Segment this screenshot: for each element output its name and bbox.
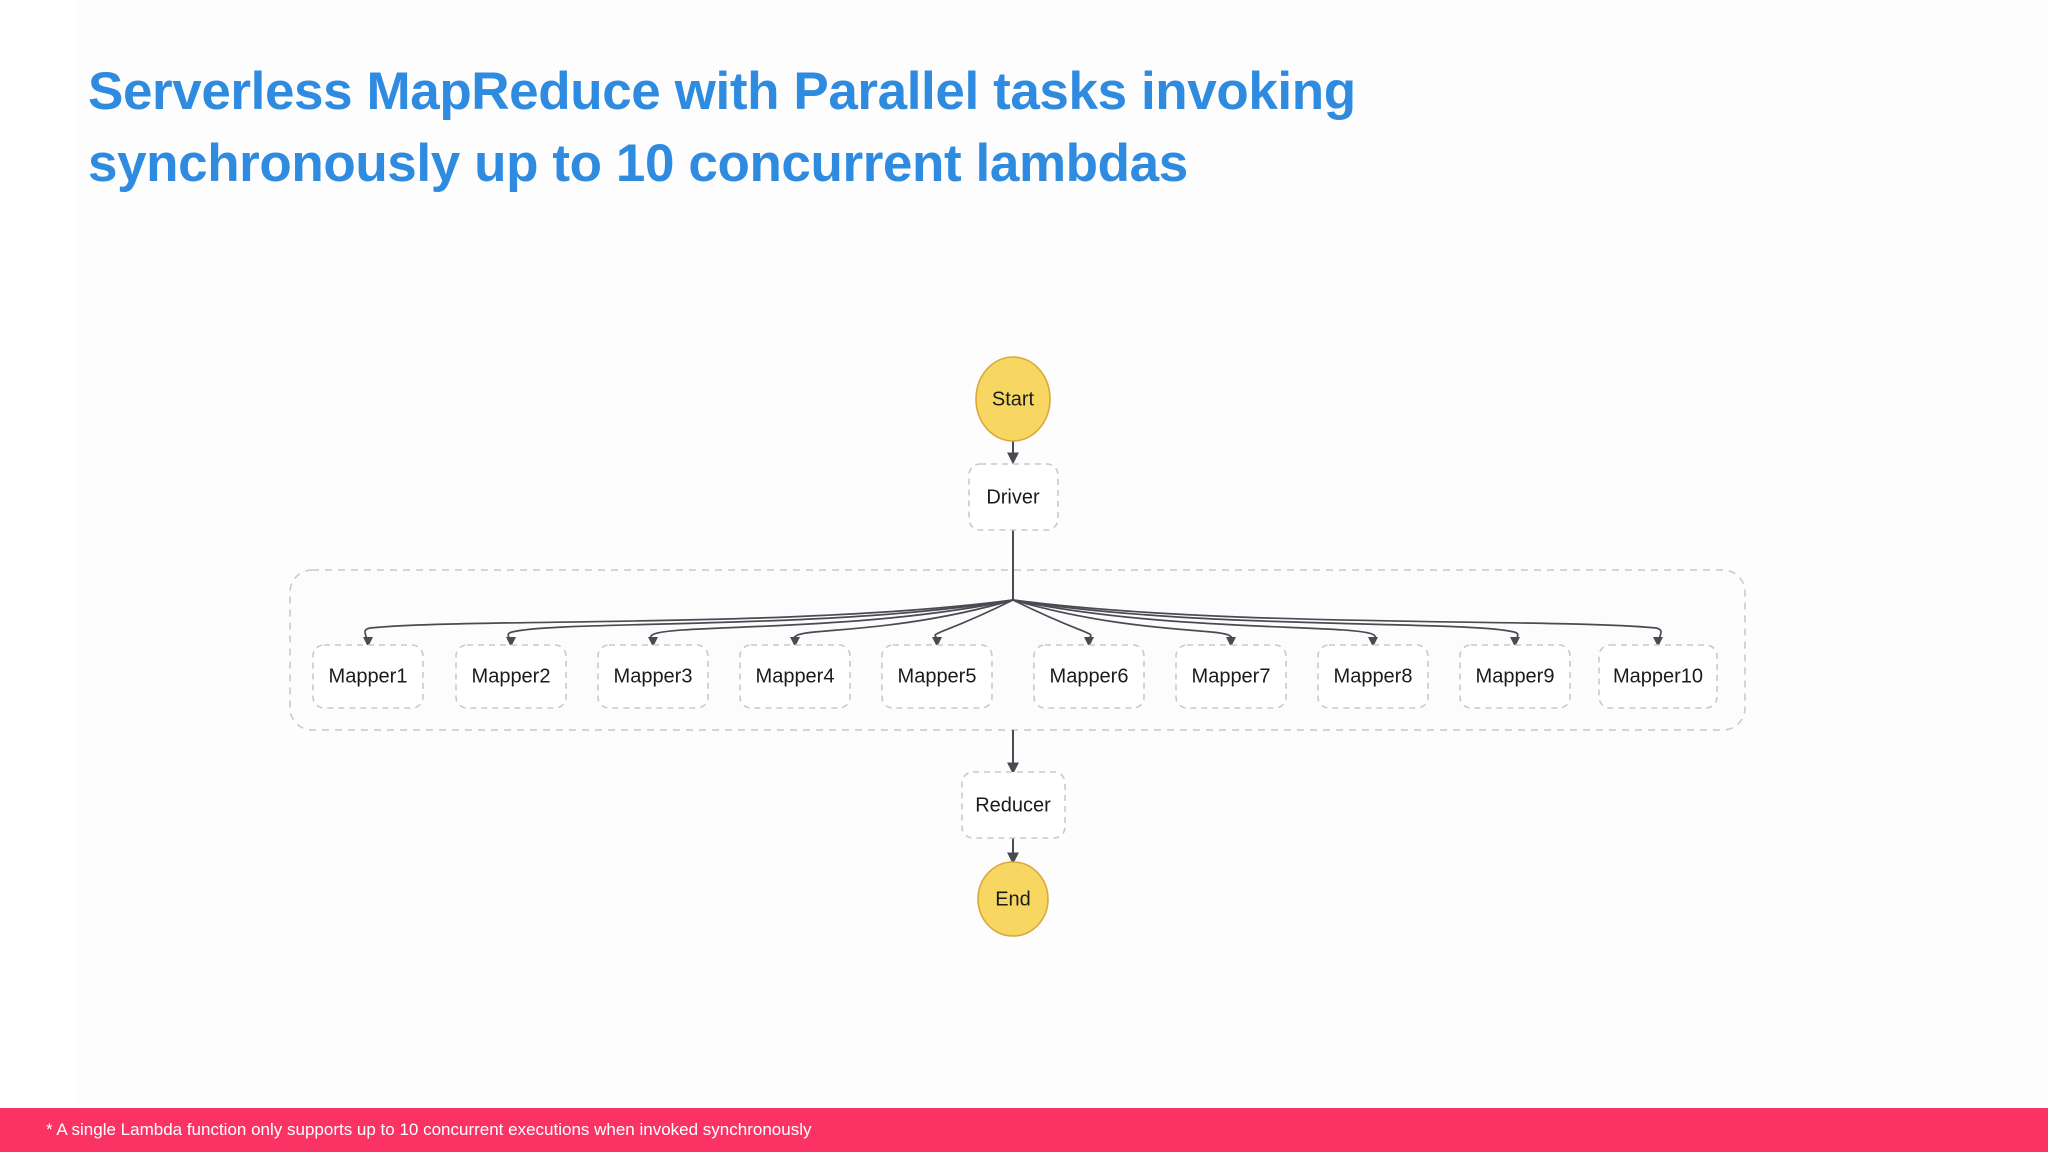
edge-driver-mapper10 (1012, 599, 1664, 648)
edge-driver-mapper2 (505, 599, 1014, 648)
node-mapper2[interactable]: Mapper2 (455, 644, 567, 709)
mapper7-box (1175, 644, 1287, 709)
node-start[interactable]: Start (975, 356, 1051, 442)
mapper4-label: Mapper4 (756, 665, 835, 687)
node-mapper10[interactable]: Mapper10 (1598, 644, 1718, 709)
start-label: Start (992, 388, 1035, 410)
edge-driver-mapper1 (362, 599, 1014, 648)
edge-driver-mapper8 (1012, 599, 1379, 648)
mapper9-box (1459, 644, 1571, 709)
edge-group-driver-mappers (362, 599, 1664, 648)
driver-box (968, 463, 1059, 531)
mapper10-box (1598, 644, 1718, 709)
mapper1-label: Mapper1 (329, 665, 408, 687)
node-mapper1[interactable]: Mapper1 (312, 644, 424, 709)
node-mapper7[interactable]: Mapper7 (1175, 644, 1287, 709)
mapper7-label: Mapper7 (1192, 665, 1271, 687)
footnote-bar: * A single Lambda function only supports… (0, 1108, 2048, 1152)
end-ellipse (977, 861, 1049, 937)
edge-driver-mapper9 (1012, 599, 1521, 648)
node-driver[interactable]: Driver (968, 463, 1059, 531)
node-mapper5[interactable]: Mapper5 (881, 644, 993, 709)
mapreduce-flowchart: Start Driver Mapper1 Mapper2 Mapper3 (289, 356, 1746, 937)
end-label: End (995, 888, 1031, 910)
mapper3-box (597, 644, 709, 709)
flowchart-svg: Start Driver Mapper1 Mapper2 Mapper3 (289, 356, 1746, 937)
edge-driver-mapper7 (1012, 599, 1237, 648)
edge-driver-mapper3 (647, 599, 1014, 648)
mapper6-label: Mapper6 (1050, 665, 1129, 687)
mapper10-label: Mapper10 (1613, 665, 1703, 687)
reducer-label: Reducer (975, 794, 1051, 816)
edge-driver-mapper5 (931, 599, 1014, 648)
node-mapper4[interactable]: Mapper4 (739, 644, 851, 709)
mapper2-box (455, 644, 567, 709)
node-mapper8[interactable]: Mapper8 (1317, 644, 1429, 709)
mapper8-label: Mapper8 (1334, 665, 1413, 687)
node-mapper9[interactable]: Mapper9 (1459, 644, 1571, 709)
reducer-box (961, 771, 1066, 839)
edge-driver-mapper6 (1012, 599, 1095, 648)
mapper4-box (739, 644, 851, 709)
mapper9-label: Mapper9 (1476, 665, 1555, 687)
node-mapper3[interactable]: Mapper3 (597, 644, 709, 709)
page-title: Serverless MapReduce with Parallel tasks… (88, 62, 1356, 193)
mapper1-box (312, 644, 424, 709)
node-reducer[interactable]: Reducer (961, 771, 1066, 839)
mapper8-box (1317, 644, 1429, 709)
mapper3-label: Mapper3 (614, 665, 693, 687)
mapper5-label: Mapper5 (898, 665, 977, 687)
footnote-text: * A single Lambda function only supports… (46, 1120, 812, 1139)
mapper2-label: Mapper2 (472, 665, 551, 687)
node-mapper6[interactable]: Mapper6 (1033, 644, 1145, 709)
edge-driver-mapper4 (789, 599, 1014, 648)
slide-content-band (78, 0, 2048, 1108)
mapper5-box (881, 644, 993, 709)
node-end[interactable]: End (977, 861, 1049, 937)
start-ellipse (975, 356, 1051, 442)
driver-label: Driver (986, 486, 1040, 508)
mapper6-box (1033, 644, 1145, 709)
